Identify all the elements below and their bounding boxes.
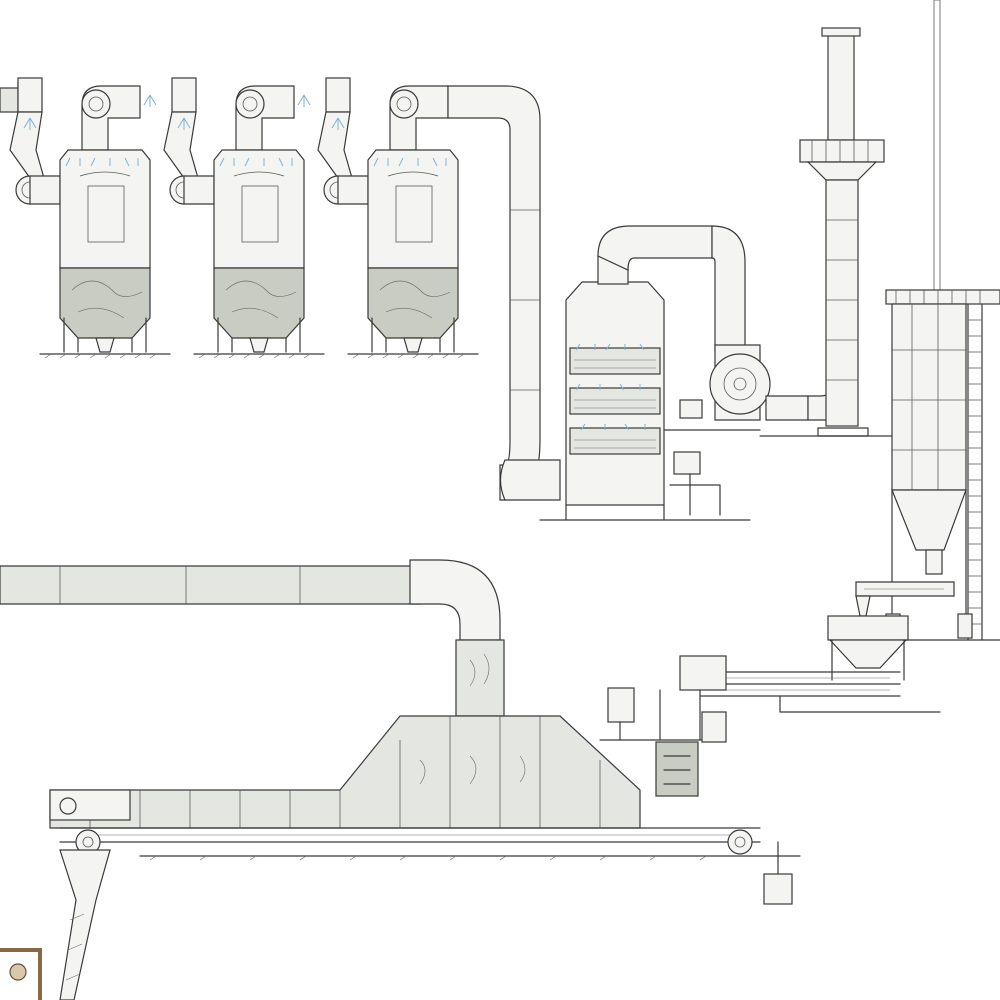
storage-silo <box>879 0 1000 641</box>
scrubber-tower-1 <box>9 77 171 359</box>
scrubber-tower-2 <box>163 77 325 359</box>
screw-conveyor <box>827 581 955 681</box>
duct-loop <box>447 85 561 501</box>
chimney-stack <box>759 27 901 437</box>
discharge-chute <box>59 849 111 1000</box>
counterweight <box>763 841 793 905</box>
conveyor-hood <box>49 715 641 829</box>
packed-tower <box>539 225 761 521</box>
motor-drive-unit <box>599 655 727 797</box>
corner-roller <box>0 948 42 1000</box>
supply-duct <box>0 559 505 717</box>
belt-conveyor <box>699 671 941 713</box>
scrubber-tower-3 <box>317 77 479 359</box>
conveyor-belt <box>59 827 801 861</box>
